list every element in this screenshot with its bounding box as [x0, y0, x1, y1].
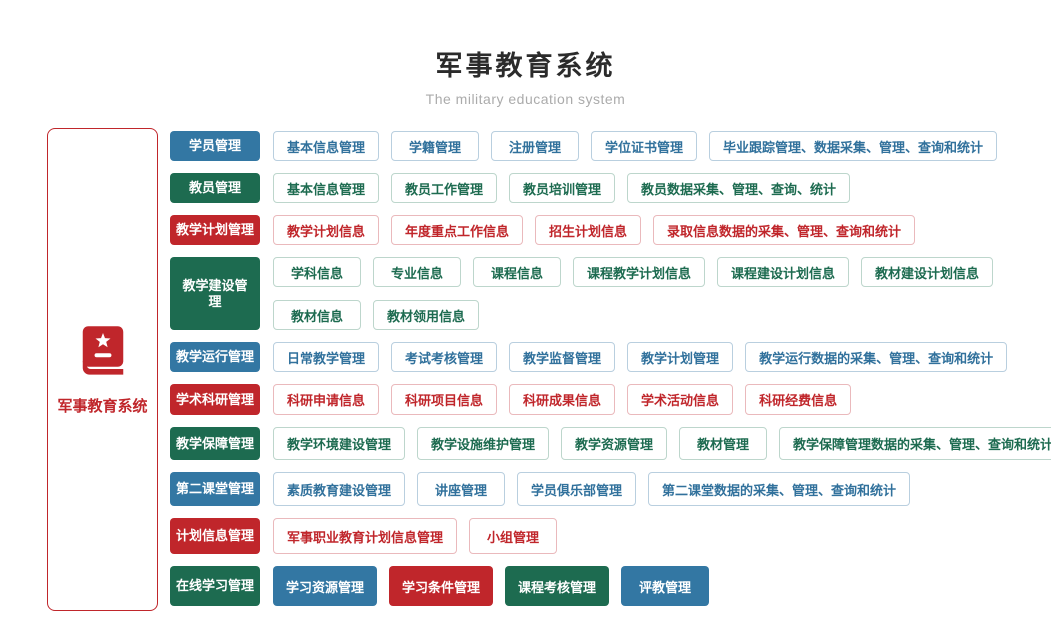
item-button[interactable]: 小组管理 — [469, 518, 558, 554]
category-plan-info-management[interactable]: 计划信息管理 — [170, 518, 260, 554]
item-button[interactable]: 专业信息 — [373, 257, 461, 287]
item-button[interactable]: 教员培训管理 — [509, 173, 616, 203]
item-button[interactable]: 学习资源管理 — [273, 566, 378, 606]
item-button[interactable]: 科研成果信息 — [509, 384, 616, 415]
item-button[interactable]: 学员俱乐部管理 — [517, 472, 637, 506]
item-button[interactable]: 科研经费信息 — [745, 384, 852, 415]
item-button[interactable]: 学术活动信息 — [627, 384, 734, 415]
item-button[interactable]: 教材管理 — [679, 427, 768, 460]
root-node: 军事教育系统 — [47, 128, 158, 611]
item-button[interactable]: 课程信息 — [473, 257, 561, 287]
root-node-label: 军事教育系统 — [57, 397, 148, 415]
item-button[interactable]: 教学计划管理 — [627, 342, 734, 372]
item-button[interactable]: 考试考核管理 — [391, 342, 498, 372]
item-button[interactable]: 学位证书管理 — [591, 131, 698, 161]
item-button[interactable]: 教学计划信息 — [273, 215, 380, 245]
row-teaching-support-management: 教学保障管理 教学环境建设管理 教学设施维护管理 教学资源管理 教材管理 教学保… — [170, 427, 1051, 460]
item-button[interactable]: 教员数据采集、管理、查询、统计 — [627, 173, 851, 203]
item-button[interactable]: 学籍管理 — [391, 131, 480, 161]
row-items: 教学环境建设管理 教学设施维护管理 教学资源管理 教材管理 教学保障管理数据的采… — [273, 427, 1051, 460]
item-button[interactable]: 录取信息数据的采集、管理、查询和统计 — [653, 215, 916, 245]
item-button[interactable]: 教学设施维护管理 — [417, 427, 550, 460]
category-student-management[interactable]: 学员管理 — [170, 131, 260, 161]
items-line-2: 教材信息 教材领用信息 — [273, 300, 993, 330]
category-faculty-management[interactable]: 教员管理 — [170, 173, 260, 203]
item-button[interactable]: 科研项目信息 — [391, 384, 498, 415]
item-button[interactable]: 学科信息 — [273, 257, 361, 287]
row-items: 日常教学管理 考试考核管理 教学监督管理 教学计划管理 教学运行数据的采集、管理… — [273, 342, 1008, 372]
row-items: 科研申请信息 科研项目信息 科研成果信息 学术活动信息 科研经费信息 — [273, 384, 852, 415]
item-button[interactable]: 教材信息 — [273, 300, 361, 330]
row-teaching-construction-management: 教学建设管理 学科信息 专业信息 课程信息 课程教学计划信息 课程建设计划信息 … — [170, 257, 1051, 330]
category-second-classroom-management[interactable]: 第二课堂管理 — [170, 472, 260, 506]
category-teaching-plan-management[interactable]: 教学计划管理 — [170, 215, 260, 245]
item-button[interactable]: 教学资源管理 — [561, 427, 668, 460]
category-teaching-support-management[interactable]: 教学保障管理 — [170, 427, 260, 460]
item-button[interactable]: 教学环境建设管理 — [273, 427, 406, 460]
row-items: 教学计划信息 年度重点工作信息 招生计划信息 录取信息数据的采集、管理、查询和统… — [273, 215, 916, 245]
item-button[interactable]: 学习条件管理 — [389, 566, 494, 606]
item-button[interactable]: 毕业跟踪管理、数据采集、管理、查询和统计 — [709, 131, 998, 161]
item-button[interactable]: 招生计划信息 — [535, 215, 642, 245]
item-button[interactable]: 教材领用信息 — [373, 300, 480, 330]
row-plan-info-management: 计划信息管理 军事职业教育计划信息管理 小组管理 — [170, 518, 1051, 554]
row-second-classroom-management: 第二课堂管理 素质教育建设管理 讲座管理 学员俱乐部管理 第二课堂数据的采集、管… — [170, 472, 1051, 506]
item-button[interactable]: 军事职业教育计划信息管理 — [273, 518, 458, 554]
item-button[interactable]: 年度重点工作信息 — [391, 215, 524, 245]
items-line-1: 学科信息 专业信息 课程信息 课程教学计划信息 课程建设计划信息 教材建设计划信… — [273, 257, 994, 287]
row-academic-research-management: 学术科研管理 科研申请信息 科研项目信息 科研成果信息 学术活动信息 科研经费信… — [170, 384, 1051, 415]
item-button[interactable]: 第二课堂数据的采集、管理、查询和统计 — [648, 472, 911, 506]
item-button[interactable]: 课程教学计划信息 — [573, 257, 706, 287]
row-items: 学科信息 专业信息 课程信息 课程教学计划信息 课程建设计划信息 教材建设计划信… — [273, 257, 994, 330]
red-book-star-icon — [76, 324, 130, 383]
page-subtitle: The military education system — [425, 91, 626, 107]
item-button[interactable]: 日常教学管理 — [273, 342, 380, 372]
row-student-management: 学员管理 基本信息管理 学籍管理 注册管理 学位证书管理 毕业跟踪管理、数据采集… — [170, 131, 1051, 161]
module-rows: 学员管理 基本信息管理 学籍管理 注册管理 学位证书管理 毕业跟踪管理、数据采集… — [170, 131, 1051, 606]
category-teaching-operation-management[interactable]: 教学运行管理 — [170, 342, 260, 372]
row-items: 基本信息管理 学籍管理 注册管理 学位证书管理 毕业跟踪管理、数据采集、管理、查… — [273, 131, 998, 161]
item-button[interactable]: 评教管理 — [621, 566, 710, 606]
row-teaching-plan-management: 教学计划管理 教学计划信息 年度重点工作信息 招生计划信息 录取信息数据的采集、… — [170, 215, 1051, 245]
item-button[interactable]: 教材建设计划信息 — [861, 257, 994, 287]
row-items: 基本信息管理 教员工作管理 教员培训管理 教员数据采集、管理、查询、统计 — [273, 173, 851, 203]
category-online-learning-management[interactable]: 在线学习管理 — [170, 566, 260, 606]
item-button[interactable]: 基本信息管理 — [273, 173, 380, 203]
row-items: 军事职业教育计划信息管理 小组管理 — [273, 518, 558, 554]
item-button[interactable]: 教学保障管理数据的采集、管理、查询和统计 — [779, 427, 1051, 460]
item-button[interactable]: 注册管理 — [491, 131, 580, 161]
row-items: 学习资源管理 学习条件管理 课程考核管理 评教管理 — [273, 566, 710, 606]
category-academic-research-management[interactable]: 学术科研管理 — [170, 384, 260, 415]
row-online-learning-management: 在线学习管理 学习资源管理 学习条件管理 课程考核管理 评教管理 — [170, 566, 1051, 606]
row-items: 素质教育建设管理 讲座管理 学员俱乐部管理 第二课堂数据的采集、管理、查询和统计 — [273, 472, 911, 506]
item-button[interactable]: 课程考核管理 — [505, 566, 610, 606]
item-button[interactable]: 科研申请信息 — [273, 384, 380, 415]
page-header: 军事教育系统 The military education system — [0, 44, 1051, 107]
item-button[interactable]: 教员工作管理 — [391, 173, 498, 203]
row-teaching-operation-management: 教学运行管理 日常教学管理 考试考核管理 教学监督管理 教学计划管理 教学运行数… — [170, 342, 1051, 372]
item-button[interactable]: 课程建设计划信息 — [717, 257, 850, 287]
item-button[interactable]: 素质教育建设管理 — [273, 472, 406, 506]
row-faculty-management: 教员管理 基本信息管理 教员工作管理 教员培训管理 教员数据采集、管理、查询、统… — [170, 173, 1051, 203]
category-teaching-construction-management[interactable]: 教学建设管理 — [170, 257, 260, 330]
item-button[interactable]: 讲座管理 — [417, 472, 506, 506]
page-title: 军事教育系统 — [435, 51, 616, 81]
item-button[interactable]: 教学运行数据的采集、管理、查询和统计 — [745, 342, 1008, 372]
item-button[interactable]: 基本信息管理 — [273, 131, 380, 161]
item-button[interactable]: 教学监督管理 — [509, 342, 616, 372]
